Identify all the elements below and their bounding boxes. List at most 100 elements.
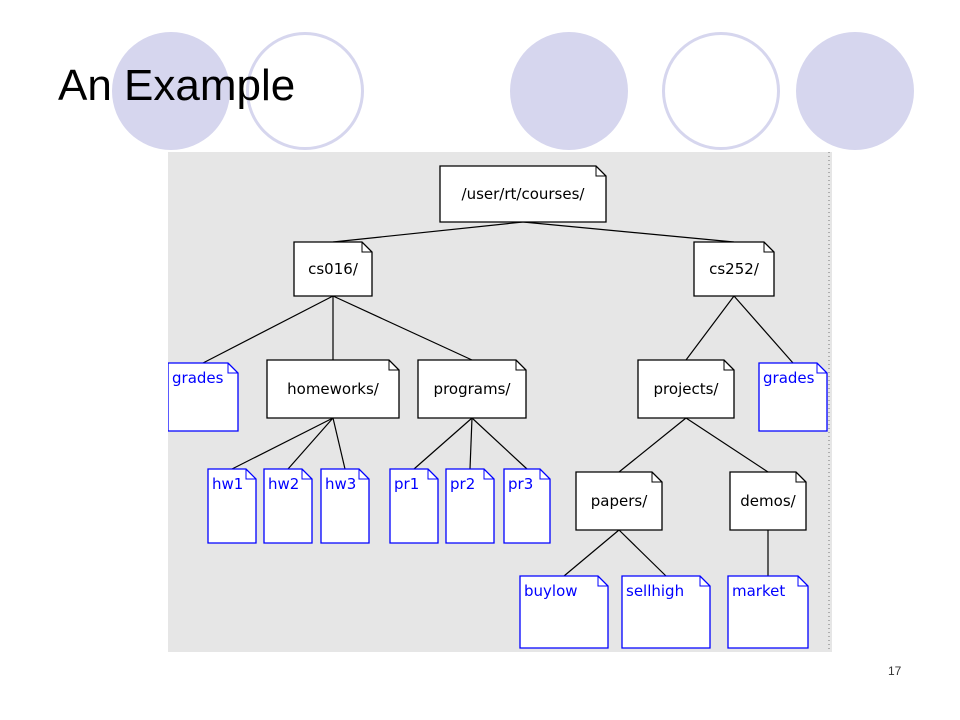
directory-label-projects: projects/ (654, 380, 720, 398)
file-label-hw3: hw3 (325, 475, 356, 493)
tree-edge-homeworks-hw1 (231, 417, 334, 470)
decor-circle-filled (796, 32, 914, 150)
folder-icon (693, 241, 775, 297)
tree-edge-root-cs016 (332, 221, 524, 243)
directory-label-homeworks: homeworks/ (287, 380, 380, 398)
tree-edge-projects-papers (618, 417, 687, 473)
file-icon (621, 575, 711, 649)
page-fold-corner (361, 242, 372, 253)
file-label-market: market (732, 582, 785, 600)
directory-node-papers: papers/ (575, 471, 663, 531)
file-node-grades2: grades (758, 362, 828, 432)
file-label-pr1: pr1 (394, 475, 419, 493)
file-node-buylow: buylow (519, 575, 609, 649)
tree-edge-cs252-grades2 (733, 295, 794, 364)
directory-label-programs: programs/ (434, 380, 512, 398)
tree-nodes: /user/rt/courses/cs016/cs252/grades homew… (168, 165, 828, 649)
file-icon (519, 575, 609, 649)
page-fold-corner (301, 469, 312, 480)
directory-label-papers: papers/ (591, 492, 648, 510)
file-icon (389, 468, 439, 544)
file-node-hw3: hw3 (320, 468, 370, 544)
file-label-grades1: grades (172, 369, 224, 387)
page-fold-corner (539, 469, 550, 480)
decor-circle-outline (246, 32, 364, 150)
file-label-hw2: hw2 (268, 475, 299, 493)
page-fold-corner (795, 472, 806, 483)
tree-edge-homeworks-hw3 (332, 417, 346, 470)
file-icon (445, 468, 495, 544)
directory-label-root: /user/rt/courses/ (462, 185, 586, 203)
directory-node-demos: demos/ (729, 471, 807, 531)
file-node-pr2: pr2 (445, 468, 495, 544)
file-node-hw1: hw1 (207, 468, 257, 544)
directory-node-programs: programs/ (417, 359, 527, 419)
tree-edge-programs-pr1 (413, 417, 473, 470)
page-fold-corner (483, 469, 494, 480)
tree-edge-programs-pr3 (471, 417, 528, 470)
tree-edge-cs016-programs (332, 295, 473, 361)
file-icon (207, 468, 257, 544)
page-fold-corner (245, 469, 256, 480)
file-label-grades2: grades (763, 369, 815, 387)
directory-label-demos: demos/ (740, 492, 796, 510)
tree-edge-root-cs252 (522, 221, 735, 243)
directory-label-cs252: cs252/ (709, 260, 760, 278)
file-icon (320, 468, 370, 544)
file-label-pr2: pr2 (450, 475, 475, 493)
file-label-sellhigh: sellhigh (626, 582, 684, 600)
folder-icon (293, 241, 373, 297)
page-fold-corner (699, 576, 710, 587)
file-node-pr1: pr1 (389, 468, 439, 544)
file-node-grades1: grades (168, 362, 239, 432)
file-icon (263, 468, 313, 544)
page-fold-corner (515, 360, 526, 371)
decor-circle-outline (662, 32, 780, 150)
tree-edge-homeworks-hw2 (287, 417, 334, 470)
decor-circle-filled (510, 32, 628, 150)
folder-icon (439, 165, 607, 223)
folder-icon (417, 359, 527, 419)
directory-label-cs016: cs016/ (308, 260, 359, 278)
page-fold-corner (388, 360, 399, 371)
file-icon (503, 468, 551, 544)
page-fold-corner (797, 576, 808, 587)
decor-circle-filled (112, 32, 230, 150)
folder-icon (637, 359, 735, 419)
file-label-pr3: pr3 (508, 475, 533, 493)
directory-tree-diagram: /user/rt/courses/cs016/cs252/grades homew… (168, 152, 832, 652)
tree-edge-cs016-grades1 (202, 295, 334, 364)
tree-edges (202, 221, 794, 577)
page-fold-corner (651, 472, 662, 483)
directory-node-cs252: cs252/ (693, 241, 775, 297)
file-icon (758, 362, 828, 432)
directory-node-root: /user/rt/courses/ (439, 165, 607, 223)
tree-edge-papers-buylow (563, 529, 620, 577)
page-fold-corner (763, 242, 774, 253)
file-label-buylow: buylow (524, 582, 578, 600)
directory-node-cs016: cs016/ (293, 241, 373, 297)
page-fold-corner (227, 363, 238, 374)
page-fold-corner (427, 469, 438, 480)
directory-node-projects: projects/ (637, 359, 735, 419)
page-fold-corner (723, 360, 734, 371)
tree-edge-cs252-projects (685, 295, 735, 361)
page-fold-corner (816, 363, 827, 374)
file-node-pr3: pr3 (503, 468, 551, 544)
file-icon (168, 362, 239, 432)
folder-icon (729, 471, 807, 531)
tree-edge-projects-demos (685, 417, 769, 473)
page-fold-corner (597, 576, 608, 587)
slide-title: An Example (58, 61, 296, 110)
file-node-hw2: hw2 (263, 468, 313, 544)
file-node-market: market (727, 575, 809, 649)
file-node-sellhigh: sellhigh (621, 575, 711, 649)
page-fold-corner (595, 166, 606, 177)
tree-edge-papers-sellhigh (618, 529, 667, 577)
folder-icon (575, 471, 663, 531)
file-label-hw1: hw1 (212, 475, 243, 493)
folder-icon (266, 359, 400, 419)
page-fold-corner (358, 469, 369, 480)
file-icon (727, 575, 809, 649)
tree-edge-programs-pr2 (469, 417, 473, 470)
